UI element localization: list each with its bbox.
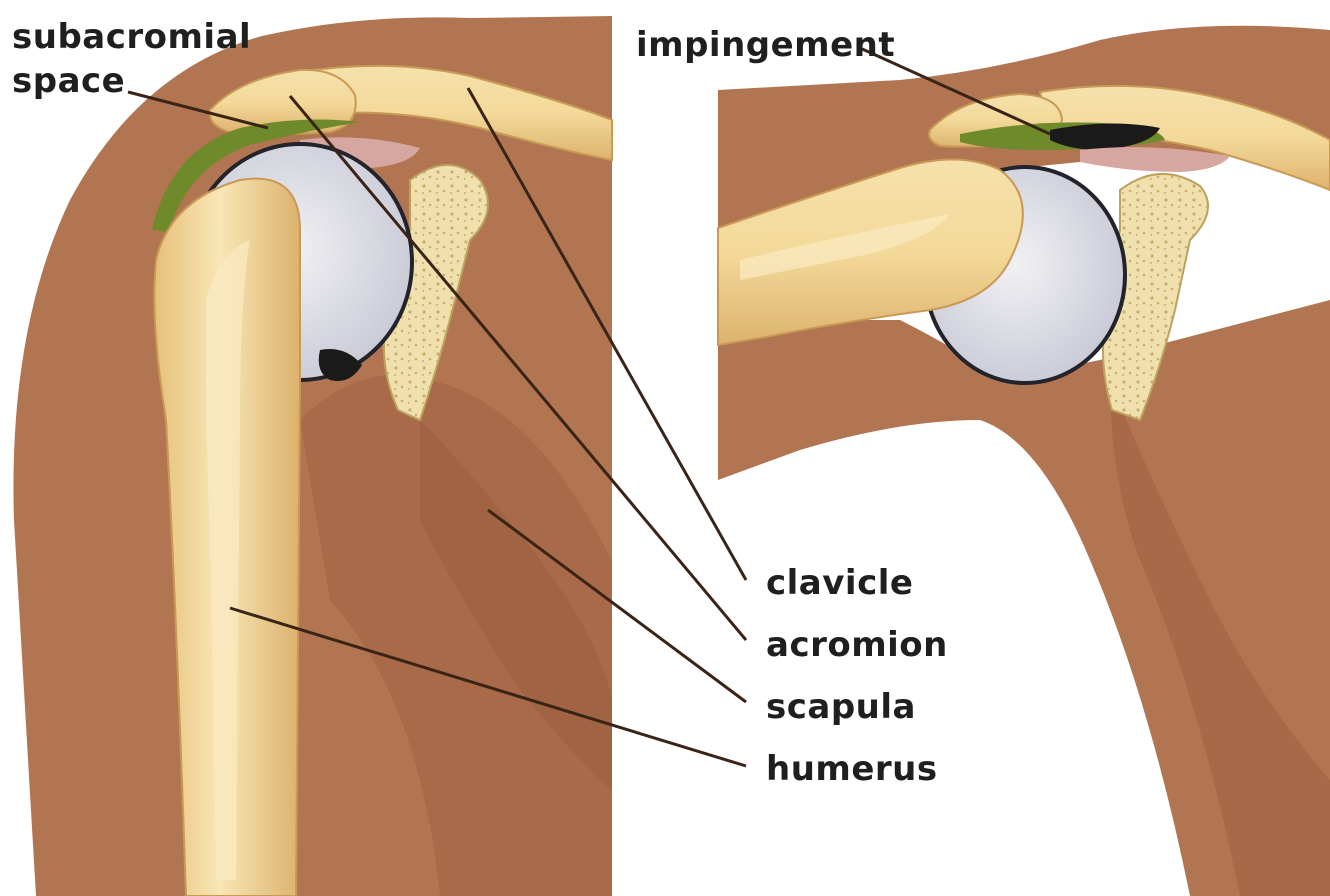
label-clavicle: clavicle	[766, 563, 913, 603]
label-humerus: humerus	[766, 749, 938, 789]
label-acromion: acromion	[766, 625, 948, 665]
label-subacromial-line2: space	[12, 61, 125, 101]
left-panel-normal-shoulder	[13, 16, 612, 896]
label-subacromial-line1: subacromial	[12, 17, 251, 57]
label-scapula: scapula	[766, 687, 916, 727]
label-impingement: impingement	[636, 25, 895, 65]
